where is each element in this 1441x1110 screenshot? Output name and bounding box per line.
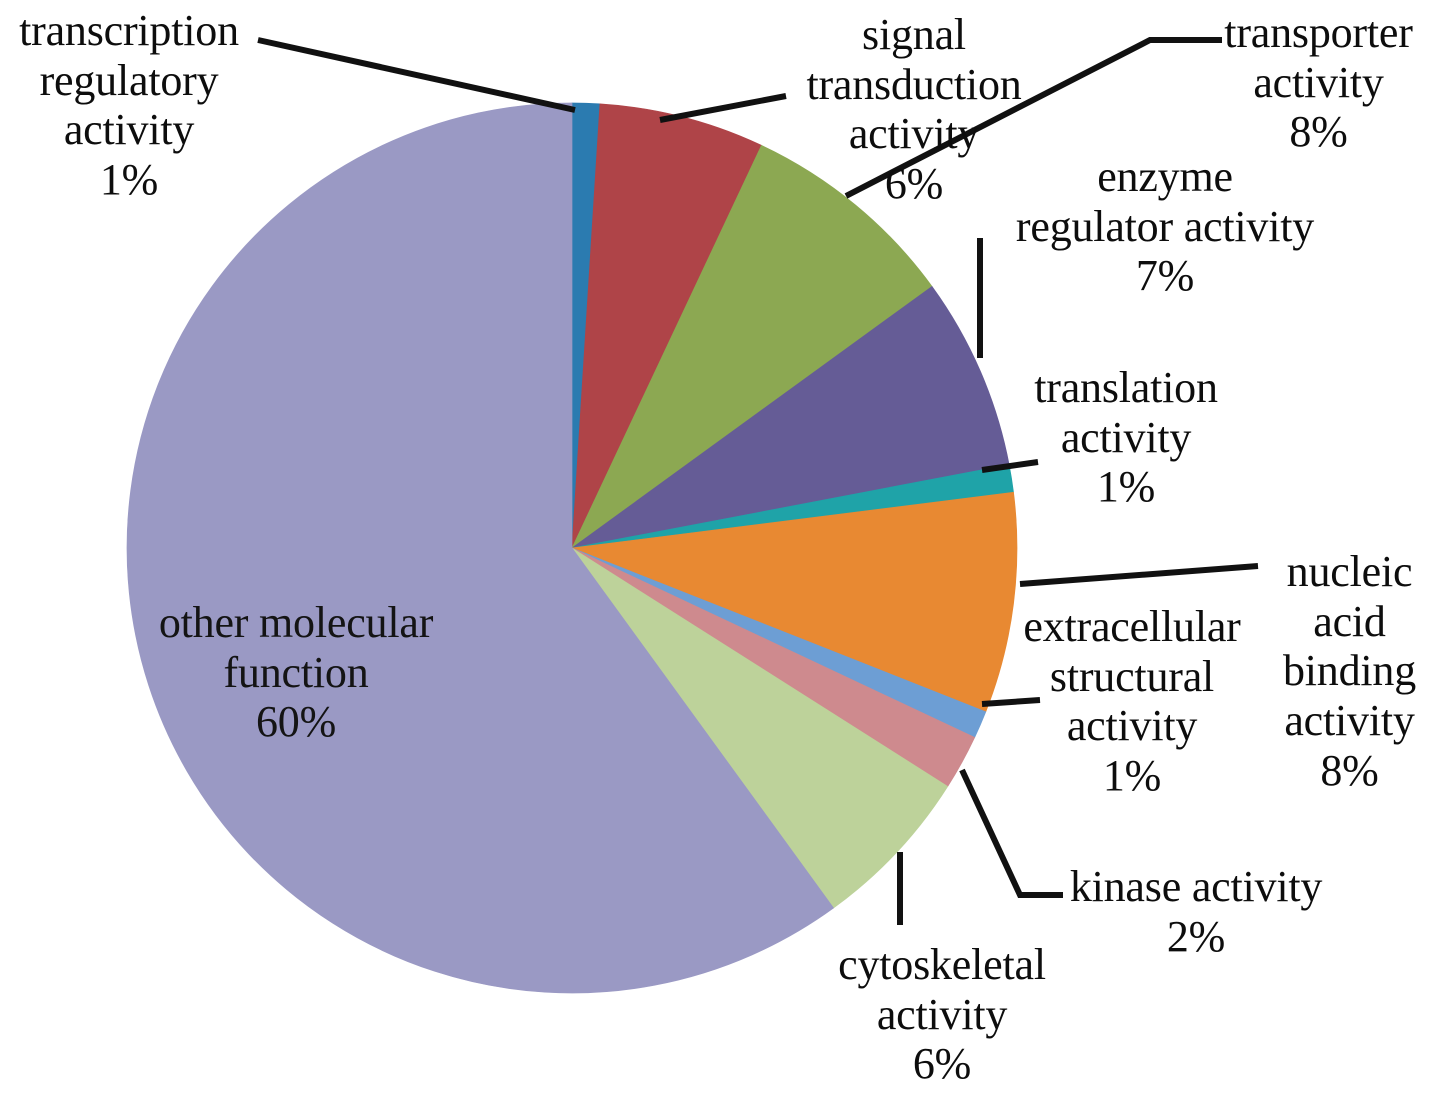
leader-line-translation bbox=[981, 459, 1039, 473]
label-percent: 1% bbox=[1096, 462, 1156, 512]
leader-line-transporter bbox=[844, 37, 1222, 199]
slice-label-cytoskeletal-activity: cytoskeletal activity 6% bbox=[828, 940, 1056, 1089]
slice-label-enzyme-regulator-activity: enzyme regulator activity 7% bbox=[1000, 152, 1330, 301]
pie-slice bbox=[571, 285, 1010, 549]
slice-label-transcription-regulatory-activity: transcription regulatory activity 1% bbox=[0, 6, 258, 205]
label-line: cytoskeletal bbox=[838, 940, 1046, 989]
label-line: function bbox=[223, 647, 369, 697]
label-percent: 1% bbox=[99, 155, 159, 205]
label-line: extracellular bbox=[1023, 602, 1241, 651]
label-line: activity bbox=[1284, 696, 1415, 746]
pie-slice bbox=[571, 144, 933, 549]
label-line: translation bbox=[1034, 363, 1218, 412]
slice-label-other-molecular-function: other molecular function 60% bbox=[146, 598, 446, 747]
label-line: nucleic bbox=[1286, 547, 1413, 596]
label-percent: 6% bbox=[884, 159, 944, 209]
label-line: binding bbox=[1282, 646, 1417, 696]
label-percent: 6% bbox=[912, 1039, 972, 1089]
label-percent: 60% bbox=[255, 697, 337, 747]
label-percent: 7% bbox=[1135, 251, 1195, 301]
pie-slice bbox=[571, 547, 949, 909]
slice-label-transporter-activity: transporter activity 8% bbox=[1196, 8, 1441, 157]
label-percent: 1% bbox=[1102, 751, 1162, 801]
label-line: activity bbox=[848, 109, 980, 159]
label-line: transduction bbox=[806, 59, 1022, 109]
label-line: regulatory bbox=[39, 55, 219, 105]
label-line: kinase activity bbox=[1069, 862, 1323, 911]
label-line: activity bbox=[876, 989, 1008, 1039]
label-line: other molecular bbox=[158, 598, 434, 647]
label-percent: 2% bbox=[1166, 911, 1226, 961]
slice-label-extracellular-structural-activity: extracellular structural activity 1% bbox=[1008, 602, 1256, 801]
leader-line-transcription bbox=[257, 37, 576, 113]
leader-line-kinase bbox=[959, 768, 1063, 898]
label-line: activity bbox=[1253, 57, 1384, 107]
label-percent: 8% bbox=[1320, 745, 1379, 795]
leader-line-group bbox=[257, 37, 1259, 925]
slice-label-signal-transduction-activity: signal transduction activity 6% bbox=[772, 10, 1056, 209]
pie-slice-group bbox=[126, 102, 1018, 994]
leader-line-nucleic bbox=[1019, 563, 1259, 587]
label-line: signal bbox=[862, 10, 966, 59]
label-line: activity bbox=[1060, 412, 1192, 462]
label-line: acid bbox=[1313, 596, 1386, 646]
label-line: regulator activity bbox=[1015, 201, 1315, 251]
slice-label-translation-activity: translation activity 1% bbox=[1026, 363, 1226, 512]
leader-line-signal bbox=[659, 93, 787, 123]
slice-label-kinase-activity: kinase activity 2% bbox=[1057, 862, 1335, 961]
label-line: structural bbox=[1049, 651, 1215, 701]
label-percent: 8% bbox=[1289, 107, 1348, 157]
label-line: activity bbox=[1066, 701, 1198, 751]
label-line: transcription bbox=[19, 6, 239, 55]
leader-line-extracellular bbox=[981, 697, 1041, 707]
label-line: enzyme bbox=[1097, 152, 1233, 201]
label-line: activity bbox=[63, 105, 195, 155]
pie-slice bbox=[126, 102, 835, 994]
pie-slice bbox=[571, 491, 1018, 713]
label-line: transporter bbox=[1224, 8, 1413, 57]
slice-label-nucleic-acid-binding-activity: nucleic acid binding activity 8% bbox=[1258, 547, 1441, 796]
